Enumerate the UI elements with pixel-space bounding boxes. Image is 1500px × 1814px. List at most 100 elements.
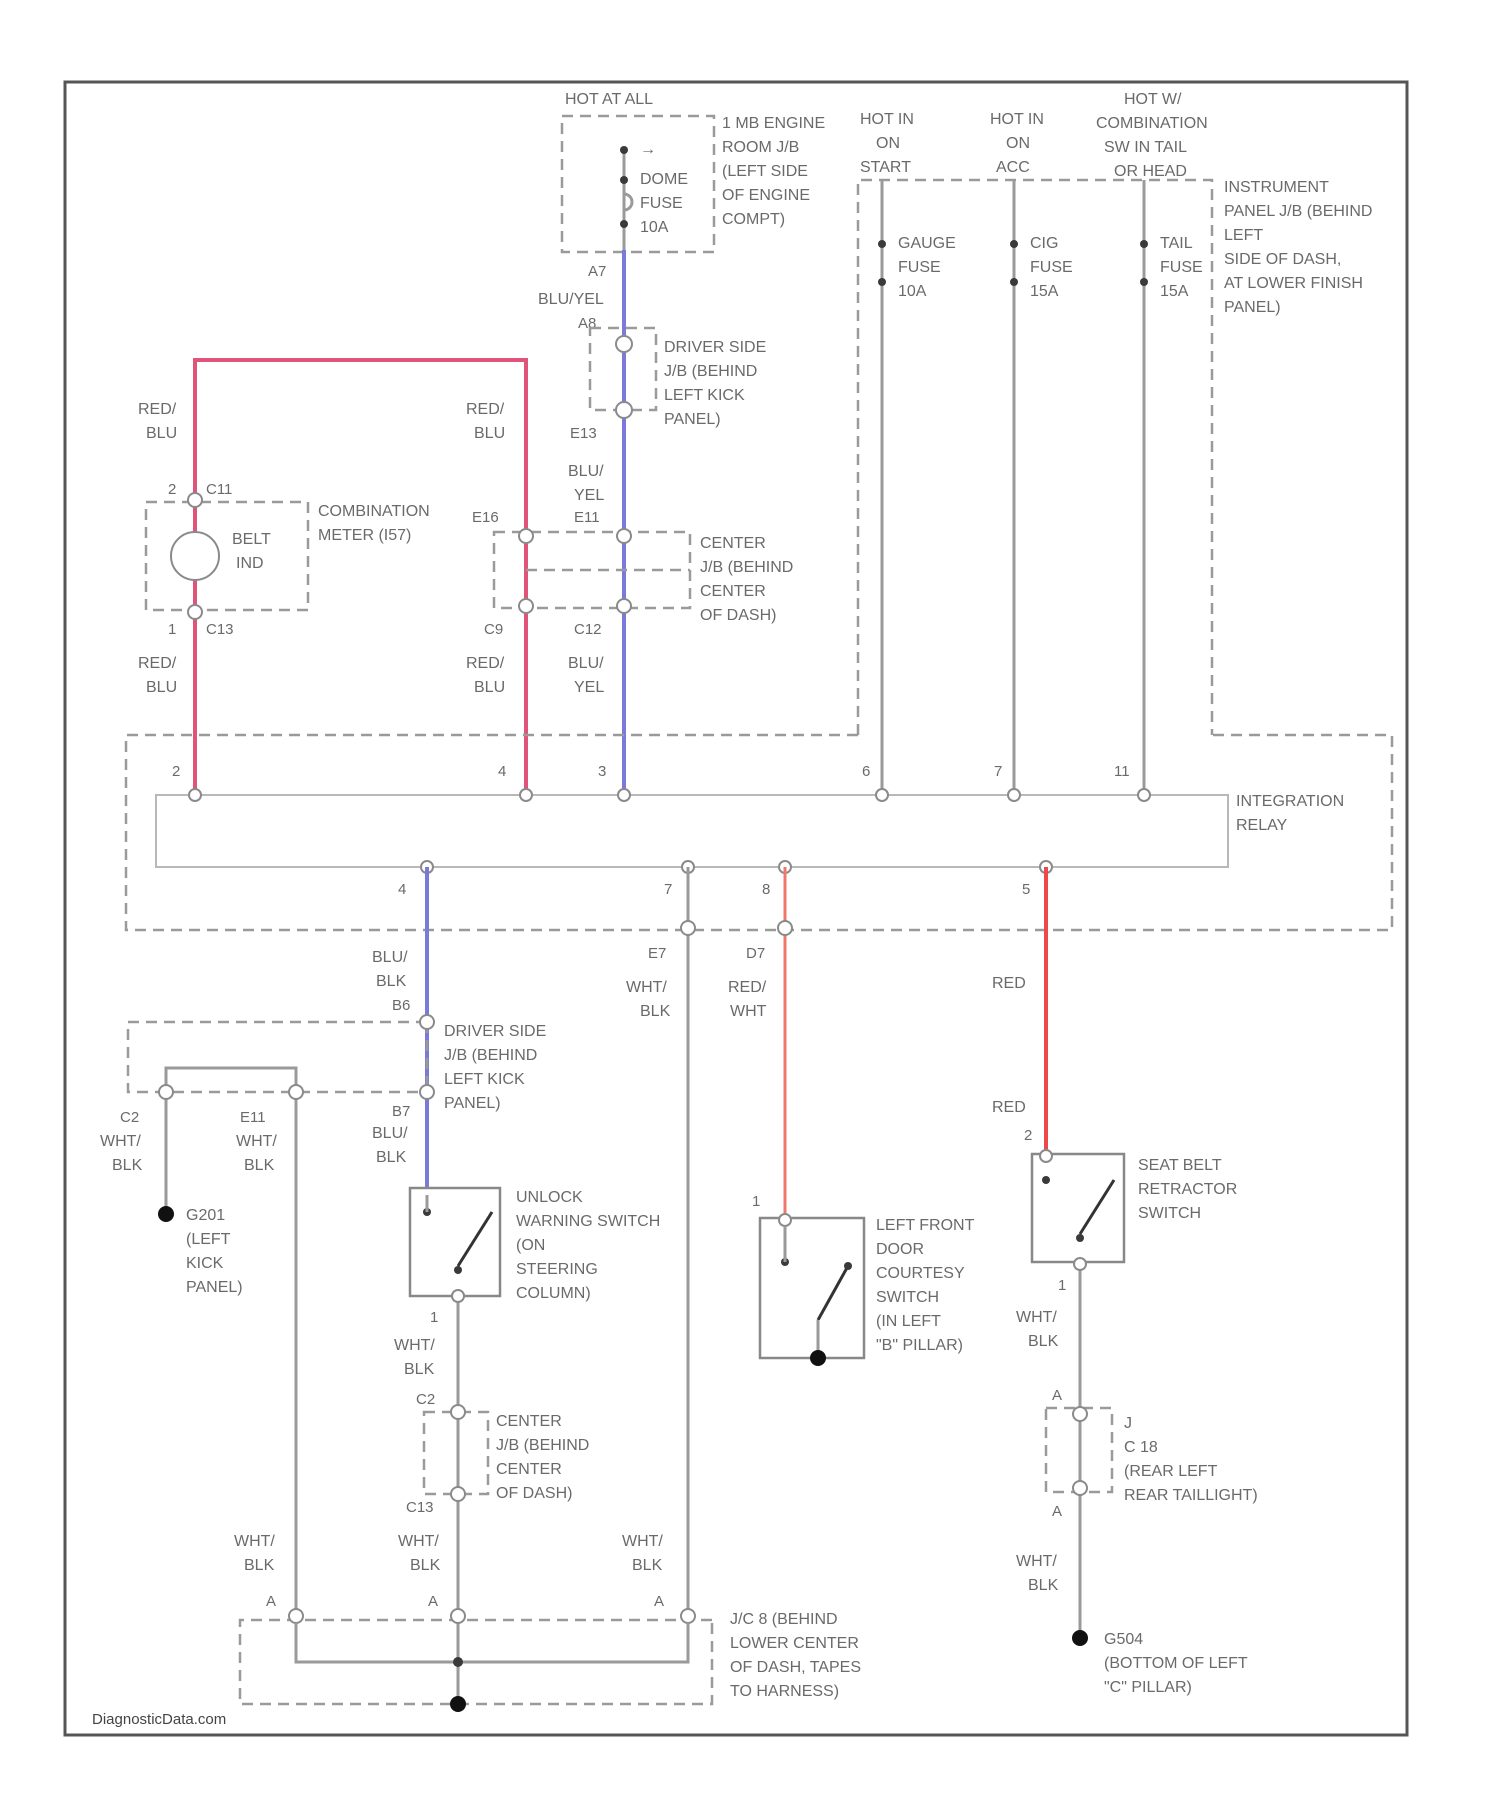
wire-color-wht-blk-3: WHT/ BLK: [394, 1337, 435, 1378]
svg-text:BLU/: BLU/: [568, 655, 604, 672]
c18-junction-label: J C 18 (REAR LEFT REAR TAILLIGHT): [1124, 1415, 1258, 1504]
cig-fuse-label: CIG FUSE 15A: [1030, 235, 1073, 300]
hot-in-on-start-label: HOT IN ON START: [860, 111, 914, 176]
svg-text:LEFT FRONT: LEFT FRONT: [876, 1217, 975, 1234]
wire-color-blu-yel: BLU/YEL: [538, 291, 604, 308]
svg-text:A: A: [654, 1593, 664, 1610]
wire-color-red-blu-1: RED/ BLU: [138, 401, 177, 442]
svg-text:BLK: BLK: [632, 1557, 663, 1574]
watermark: DiagnosticData.com: [92, 1711, 226, 1728]
svg-text:G201: G201: [186, 1207, 225, 1224]
svg-text:A8: A8: [578, 315, 596, 332]
svg-text:WARNING SWITCH: WARNING SWITCH: [516, 1213, 660, 1230]
wire-color-red-blu-3: RED/ BLU: [138, 655, 177, 696]
svg-text:A: A: [428, 1593, 438, 1610]
svg-text:B6: B6: [392, 997, 410, 1014]
svg-text:BLU/: BLU/: [372, 949, 408, 966]
svg-text:DOME: DOME: [640, 171, 688, 188]
svg-text:RELAY: RELAY: [1236, 817, 1288, 834]
svg-text:INTEGRATION: INTEGRATION: [1236, 793, 1344, 810]
g504-ground-label: G504 (BOTTOM OF LEFT "C" PILLAR): [1104, 1631, 1248, 1696]
svg-text:(ON: (ON: [516, 1237, 545, 1254]
svg-text:WHT/: WHT/: [100, 1133, 141, 1150]
svg-text:C 18: C 18: [1124, 1439, 1158, 1456]
svg-text:E11: E11: [574, 509, 600, 526]
jc8-ground-icon: [450, 1696, 466, 1712]
svg-text:A7: A7: [588, 263, 606, 280]
svg-text:C11: C11: [206, 481, 232, 498]
svg-text:RED/: RED/: [728, 979, 767, 996]
svg-text:15A: 15A: [1030, 283, 1059, 300]
wire-color-blu-blk-1: BLU/ BLK: [372, 949, 408, 990]
svg-text:COLUMN): COLUMN): [516, 1285, 591, 1302]
engine-room-jb-box: [562, 116, 714, 252]
wire-color-red-wht: RED/ WHT: [728, 979, 767, 1020]
svg-text:"C" PILLAR): "C" PILLAR): [1104, 1679, 1192, 1696]
svg-text:B7: B7: [392, 1103, 410, 1120]
svg-text:C9: C9: [484, 621, 503, 638]
integration-relay-label: INTEGRATION RELAY: [1236, 793, 1344, 834]
svg-text:REAR TAILLIGHT): REAR TAILLIGHT): [1124, 1487, 1258, 1504]
svg-text:SEAT BELT: SEAT BELT: [1138, 1157, 1222, 1174]
svg-text:START: START: [860, 159, 911, 176]
svg-text:SW IN TAIL: SW IN TAIL: [1104, 139, 1187, 156]
svg-text:BLK: BLK: [244, 1157, 275, 1174]
integration-relay-body: [156, 795, 1228, 867]
g201-ground-label: G201 (LEFT KICK PANEL): [186, 1207, 243, 1296]
svg-text:D7: D7: [746, 945, 765, 962]
svg-text:CENTER: CENTER: [496, 1461, 562, 1478]
wire-color-blu-yel-split: BLU/ YEL: [568, 463, 604, 504]
svg-text:A: A: [266, 1593, 276, 1610]
svg-text:10A: 10A: [898, 283, 927, 300]
g504-ground-icon: [1072, 1630, 1088, 1646]
svg-text:IND: IND: [236, 555, 264, 572]
hot-with-combination-switch-label: HOT W/ COMBINATION SW IN TAIL OR HEAD: [1096, 91, 1208, 180]
svg-text:UNLOCK: UNLOCK: [516, 1189, 583, 1206]
door-switch-ground-icon: [810, 1350, 826, 1366]
svg-text:8: 8: [762, 881, 770, 898]
svg-text:2: 2: [172, 763, 180, 780]
left-front-door-courtesy-switch: [760, 1218, 864, 1358]
svg-text:6: 6: [862, 763, 870, 780]
svg-text:KICK: KICK: [186, 1255, 224, 1272]
retractor-switch-label: SEAT BELT RETRACTOR SWITCH: [1138, 1157, 1237, 1222]
svg-text:RED/: RED/: [138, 401, 177, 418]
svg-text:1 MB ENGINE: 1 MB ENGINE: [722, 115, 825, 132]
seat-belt-retractor-switch: [1032, 1154, 1124, 1262]
wire-color-wht-blk-7: WHT/ BLK: [234, 1533, 275, 1574]
svg-text:COMPT): COMPT): [722, 211, 785, 228]
svg-text:(LEFT: (LEFT: [186, 1231, 231, 1248]
svg-text:WHT/: WHT/: [234, 1533, 275, 1550]
svg-text:COMBINATION: COMBINATION: [1096, 115, 1208, 132]
svg-text:BLK: BLK: [244, 1557, 275, 1574]
svg-text:10A: 10A: [640, 219, 669, 236]
svg-text:BLK: BLK: [376, 973, 407, 990]
svg-text:YEL: YEL: [574, 487, 604, 504]
svg-text:FUSE: FUSE: [1030, 259, 1073, 276]
svg-text:AT LOWER FINISH: AT LOWER FINISH: [1224, 275, 1363, 292]
svg-text:1: 1: [168, 621, 176, 638]
svg-text:SIDE OF DASH,: SIDE OF DASH,: [1224, 251, 1341, 268]
svg-text:A: A: [1052, 1503, 1062, 1520]
svg-text:C13: C13: [206, 621, 234, 638]
wire-color-blu-blk-2: BLU/ BLK: [372, 1125, 408, 1166]
svg-text:CENTER: CENTER: [496, 1413, 562, 1430]
svg-text:OR HEAD: OR HEAD: [1114, 163, 1187, 180]
svg-text:5: 5: [1022, 881, 1030, 898]
unlock-warning-switch: [410, 1188, 500, 1296]
center-jb-lower-box: [424, 1412, 488, 1494]
svg-text:G504: G504: [1104, 1631, 1143, 1648]
wire-color-red-2: RED: [992, 1099, 1026, 1116]
svg-text:METER (I57): METER (I57): [318, 527, 411, 544]
svg-text:15A: 15A: [1160, 283, 1189, 300]
svg-text:WHT/: WHT/: [398, 1533, 439, 1550]
svg-text:E16: E16: [472, 509, 499, 526]
jc8-bus-wire: [296, 1623, 688, 1662]
door-switch-label: LEFT FRONT DOOR COURTESY SWITCH (IN LEFT…: [876, 1217, 975, 1354]
svg-text:PANEL): PANEL): [664, 411, 721, 428]
svg-text:TAIL: TAIL: [1160, 235, 1193, 252]
svg-text:→: →: [640, 141, 656, 158]
svg-text:BLK: BLK: [1028, 1333, 1059, 1350]
svg-text:BLU: BLU: [146, 679, 177, 696]
